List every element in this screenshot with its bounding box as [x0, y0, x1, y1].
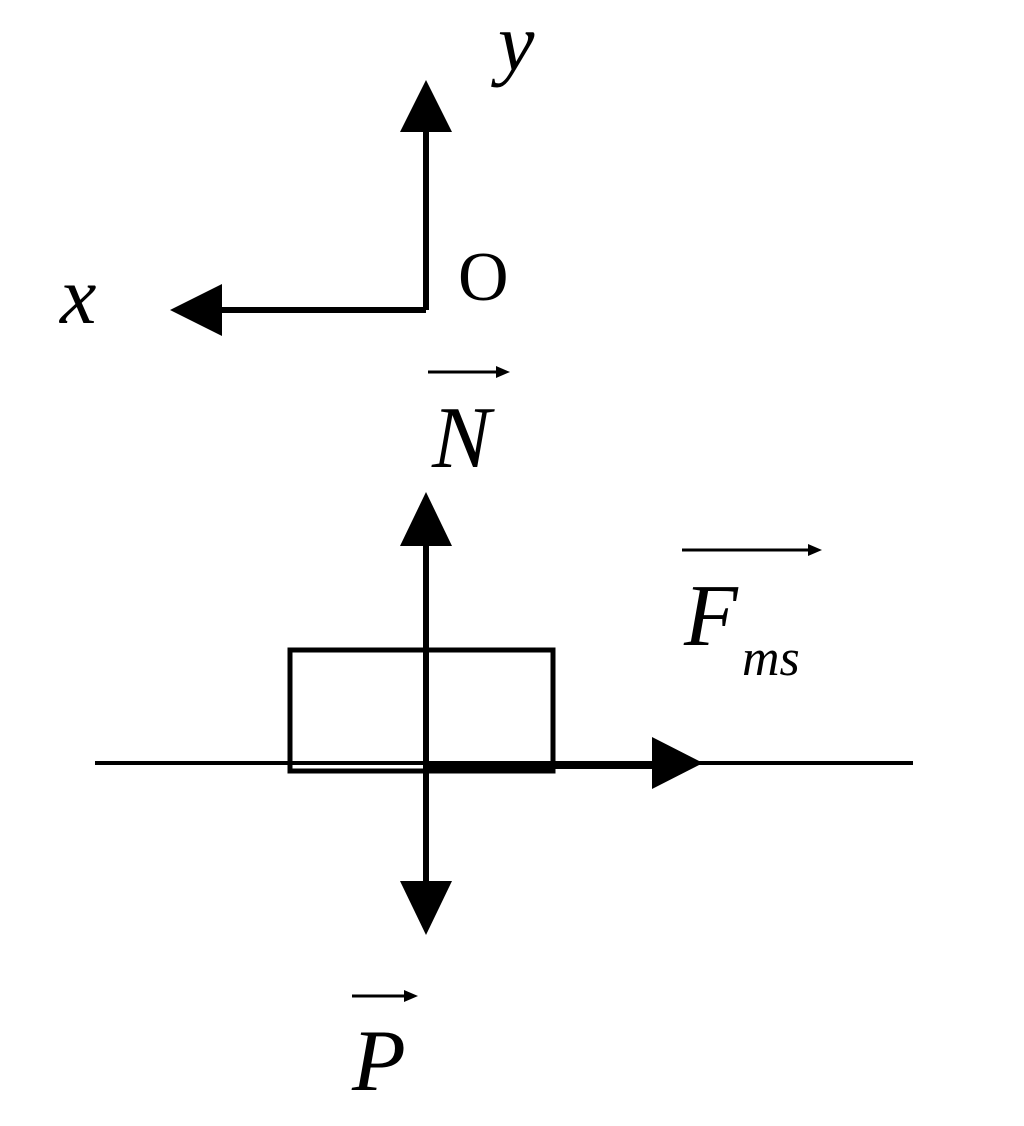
coordinate-axes: y x O: [59, 0, 535, 341]
weight-symbol: P: [351, 1013, 406, 1110]
normal-force-vector-bar-tip: [496, 366, 510, 378]
y-axis-label: y: [491, 0, 535, 88]
x-axis-label: x: [59, 250, 96, 341]
friction-force-vector: [426, 737, 703, 789]
block: [287, 647, 556, 774]
normal-force-symbol: N: [431, 390, 495, 487]
normal-force-arrowhead: [400, 492, 452, 546]
friction-force-label: F ms: [682, 544, 822, 687]
normal-force-label: N: [428, 366, 510, 487]
friction-force-vector-bar-tip: [808, 544, 822, 556]
friction-force-subscript: ms: [742, 630, 800, 687]
friction-force-arrowhead: [652, 737, 703, 789]
x-axis-arrowhead: [170, 284, 222, 336]
weight-vector-bar-tip: [404, 990, 418, 1002]
normal-force-vector: [400, 492, 452, 763]
weight-vector: [400, 763, 452, 935]
friction-force-symbol: F: [683, 568, 739, 665]
origin-label: O: [458, 239, 509, 316]
weight-label: P: [351, 990, 418, 1110]
weight-arrowhead: [400, 881, 452, 935]
y-axis-arrowhead: [400, 80, 452, 132]
